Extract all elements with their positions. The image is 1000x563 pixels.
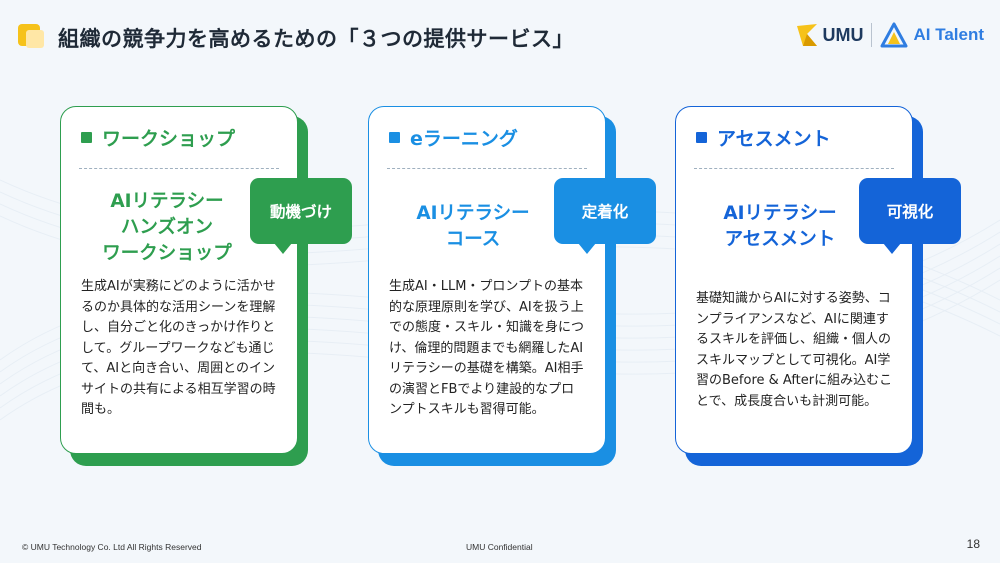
umu-logo: UMU [795, 22, 863, 48]
ai-talent-logo: AI Talent [880, 22, 984, 48]
card-heading-text: アセスメント [717, 128, 831, 150]
service-name-line: アセスメント [724, 229, 836, 250]
logo-divider [871, 23, 873, 47]
service-name-line: AIリテラシー [110, 191, 224, 212]
badge-retention: 定着化 [554, 178, 656, 254]
service-name-line: ワークショップ [102, 243, 232, 264]
badge-visualization: 可視化 [859, 178, 961, 254]
page-title: 組織の競争力を高めるための「３つの提供サービス」 [58, 27, 574, 51]
dashed-divider [694, 168, 894, 169]
dashed-divider [387, 168, 587, 169]
service-card-assessment: アセスメント AIリテラシー アセスメント 基礎知識からAIに対する姿勢、コンプ… [675, 106, 961, 466]
service-card-workshop: ワークショップ AIリテラシー ハンズオン ワークショップ 生成AIが実務にどの… [60, 106, 352, 466]
card-heading: アセスメント [696, 124, 831, 151]
umu-logo-text: UMU [822, 24, 864, 45]
service-name-line: AIリテラシー [723, 203, 837, 224]
badge-motivation: 動機づけ [250, 178, 352, 254]
card-heading: eラーニング [389, 124, 518, 151]
brand-logos: UMU AI Talent [795, 18, 984, 52]
card-panel: ワークショップ AIリテラシー ハンズオン ワークショップ 生成AIが実務にどの… [60, 106, 298, 454]
service-name: AIリテラシー コース [375, 201, 571, 253]
service-name-line: ハンズオン [120, 217, 214, 238]
service-name: AIリテラシー ハンズオン ワークショップ [69, 189, 265, 267]
service-card-elearning: eラーニング AIリテラシー コース 生成AI・LLM・プロンプトの基本的な原理… [368, 106, 656, 466]
square-bullet-icon [696, 132, 707, 143]
umu-logo-icon [797, 24, 818, 46]
square-bullet-icon [81, 132, 92, 143]
square-bullet-icon [389, 132, 400, 143]
dashed-divider [79, 168, 279, 169]
ai-talent-logo-text: AI Talent [913, 25, 984, 44]
copyright-text: © UMU Technology Co. Ltd All Rights Rese… [22, 542, 202, 552]
service-name-line: コース [445, 229, 501, 250]
card-description: 基礎知識からAIに対する姿勢、コンプライアンスなど、AIに関連するスキルを評価し… [696, 291, 893, 409]
service-name: AIリテラシー アセスメント [682, 201, 878, 253]
card-heading-text: eラーニング [410, 128, 518, 150]
confidential-label: UMU Confidential [466, 542, 533, 552]
card-panel: eラーニング AIリテラシー コース 生成AI・LLM・プロンプトの基本的な原理… [368, 106, 606, 454]
card-heading-text: ワークショップ [102, 128, 236, 150]
card-description: 生成AI・LLM・プロンプトの基本的な原理原則を学び、AIを扱う上での態度・スキ… [389, 279, 585, 417]
title-accent-icon [18, 20, 48, 50]
page-number: 18 [966, 537, 980, 551]
ai-talent-logo-icon [880, 22, 908, 48]
card-panel: アセスメント AIリテラシー アセスメント 基礎知識からAIに対する姿勢、コンプ… [675, 106, 913, 454]
card-description: 生成AIが実務にどのように活かせるのか具体的な活用シーンを理解し、自分ごと化のき… [81, 279, 276, 417]
card-heading: ワークショップ [81, 124, 235, 151]
service-name-line: AIリテラシー [416, 203, 530, 224]
